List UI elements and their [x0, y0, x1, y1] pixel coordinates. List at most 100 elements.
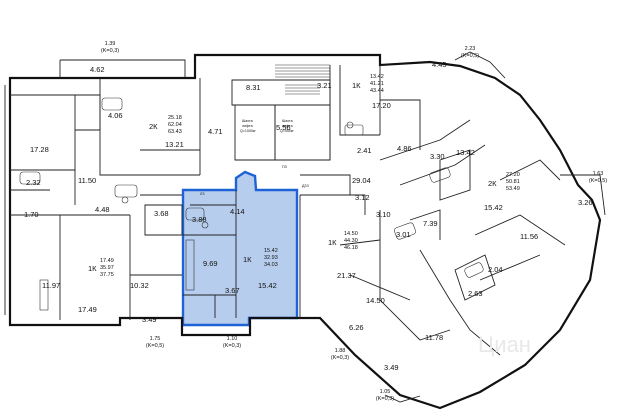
- apartment-area: 35.97: [100, 265, 114, 271]
- room-area: 6.26: [349, 323, 364, 332]
- room-area: 3.30: [430, 152, 445, 161]
- shaft-label: лифта: [242, 124, 253, 128]
- room-area: 17.20: [372, 101, 391, 110]
- corridor-label: ЛЗ: [200, 192, 205, 196]
- apartment-area: 25.18: [168, 115, 182, 121]
- room-area: 11.97: [42, 281, 60, 290]
- apartment-type: 1К: [352, 81, 361, 90]
- apartment-area: 46.18: [344, 245, 358, 251]
- apartment-type: 1К: [243, 255, 252, 264]
- apartment-area: 44.30: [344, 238, 358, 244]
- room-area: 3.10: [376, 210, 391, 219]
- apartment-type: 1К: [328, 238, 337, 247]
- apartment-area: 62.04: [168, 122, 182, 128]
- balcony-notes: 1.39 (K=0,3) 2.23 (K=0,5) 1.63 (K=0,5) 1…: [101, 41, 607, 402]
- room-area: 11.50: [78, 176, 96, 185]
- apartment-area: 13.42: [370, 74, 384, 80]
- utility-label: ДЗЗ: [302, 184, 309, 188]
- apartment-area: 63.43: [168, 129, 182, 135]
- apartment-summary: 1К 14.50 44.30 46.18: [328, 231, 358, 251]
- room-area: 2.41: [357, 146, 372, 155]
- room-area: 3.26: [578, 198, 593, 207]
- room-area: 4.06: [108, 111, 123, 120]
- balcony-note-a: 2.23: [465, 46, 476, 52]
- shaft-label: Q=1000кг: [240, 129, 256, 133]
- watermark: Циан: [478, 332, 531, 357]
- balcony-note-b: (K=0,3): [331, 355, 349, 361]
- apartment-summary: 2К 25.18 62.04 63.43: [149, 115, 182, 135]
- apartment-type: 2К: [488, 179, 497, 188]
- highlighted-apartment[interactable]: [181, 170, 299, 327]
- balcony-note-a: 1.10: [227, 336, 238, 342]
- balcony-note-b: (K=0,3): [223, 343, 241, 349]
- stairwell: [275, 64, 330, 95]
- room-area-labels: 4.62 17.28 4.06 11.50 2.32 1.70 4.48 11.…: [24, 60, 593, 372]
- room-area: 3.12: [355, 193, 370, 202]
- room-area: 4.62: [90, 65, 105, 74]
- apartment-type: 2К: [149, 122, 158, 131]
- balcony-note-a: 1.88: [335, 348, 346, 354]
- balcony-note-b: (K=0,3): [376, 396, 394, 402]
- room-area: 15.42: [258, 281, 277, 290]
- room-area: 11.78: [425, 333, 443, 342]
- room-area: 14.50: [366, 296, 385, 305]
- room-area: 8.31: [246, 83, 261, 92]
- apartment-area: 34.03: [264, 262, 278, 268]
- room-area: 5.56: [276, 123, 291, 132]
- apartment-area: 43.44: [370, 88, 384, 94]
- shaft-label: лифта: [282, 124, 293, 128]
- room-area: 17.49: [78, 305, 97, 314]
- room-area: 3.21: [317, 81, 332, 90]
- apartment-area: 37.75: [100, 272, 114, 278]
- room-area: 2.04: [488, 265, 503, 274]
- room-area: 4.71: [208, 127, 223, 136]
- room-area: 4.14: [230, 207, 245, 216]
- apartment-area: 27.20: [506, 172, 520, 178]
- room-area: 7.39: [423, 219, 438, 228]
- outer-walls: [4, 51, 606, 410]
- balcony-note-b: (K=0,5): [146, 343, 164, 349]
- balcony-note-a: 1.39: [105, 41, 116, 47]
- utility-label: ПЗ: [282, 165, 287, 169]
- room-area: 3.49: [384, 363, 399, 372]
- apartment-summary: 1К 15.42 32.93 34.03: [243, 248, 278, 268]
- apartment-area: 50.81: [506, 179, 520, 185]
- shaft-label: Шахта: [242, 119, 253, 123]
- balcony-note-a: 1.05: [380, 389, 391, 395]
- apartment-summary: 2К 27.20 50.81 53.49: [488, 172, 520, 192]
- balcony-note-a: 1.63: [593, 171, 604, 177]
- elevator-shafts: Шахта лифта Q=1000кг Шахта лифта Q=450кг…: [200, 119, 309, 196]
- apartment-summary: 1К 13.42 41.21 43.44: [352, 74, 384, 94]
- shaft-label: Шахта: [282, 119, 293, 123]
- room-area: 21.37: [337, 271, 356, 280]
- room-area: 10.32: [130, 281, 149, 290]
- room-area: 2.63: [468, 289, 483, 298]
- apartment-area: 14.50: [344, 231, 358, 237]
- apartment-area: 15.42: [264, 248, 278, 254]
- room-area: 4.45: [432, 60, 447, 69]
- apartment-area: 32.93: [264, 255, 278, 261]
- room-area: 11.56: [520, 232, 538, 241]
- room-area: 3.88: [192, 215, 207, 224]
- balcony-note-b: (K=0,3): [101, 48, 119, 54]
- room-area: 1.70: [24, 210, 39, 219]
- room-area: 3.67: [225, 286, 240, 295]
- balcony-note-a: 1.75: [150, 336, 161, 342]
- room-area: 17.28: [30, 145, 49, 154]
- shaft-label: Q=450кг: [280, 129, 294, 133]
- room-area: 4.48: [95, 205, 110, 214]
- balcony-note-b: (K=0,5): [461, 53, 479, 59]
- apartment-labels: 2К 25.18 62.04 63.43 1К 13.42 41.21 43.4…: [88, 74, 520, 278]
- apartment-summary: 1К 17.49 35.97 37.75: [88, 258, 114, 278]
- room-area: 15.42: [484, 203, 503, 212]
- room-area: 3.68: [154, 209, 169, 218]
- internal-walls: [10, 65, 566, 356]
- apartment-area: 17.49: [100, 258, 114, 264]
- room-area: 4.86: [397, 144, 412, 153]
- apartment-area: 53.49: [506, 186, 520, 192]
- fixtures: [19, 97, 484, 311]
- room-area: 13.42: [456, 148, 475, 157]
- apartment-type: 1К: [88, 264, 97, 273]
- balcony-note-b: (K=0,5): [589, 178, 607, 184]
